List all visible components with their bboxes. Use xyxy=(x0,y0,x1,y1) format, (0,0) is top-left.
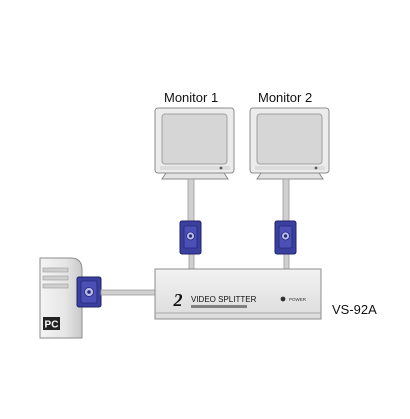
splitter-title: VIDEO SPLITTER xyxy=(191,295,257,304)
power-label: POWER xyxy=(289,297,307,302)
pc-tower: PC xyxy=(39,257,83,339)
splitter-model-label: VS-92A xyxy=(332,302,377,317)
monitor-2-label: Monitor 2 xyxy=(258,90,313,105)
monitor-1 xyxy=(154,107,235,180)
vga-connector-1 xyxy=(179,220,202,255)
monitor-2 xyxy=(249,107,330,180)
monitor-cables xyxy=(187,178,290,270)
vga-connector-2 xyxy=(274,220,297,255)
monitor-1-label: Monitor 1 xyxy=(164,90,219,105)
pc-label: PC xyxy=(45,320,59,331)
video-splitter-box: 2 VIDEO SPLITTER POWER xyxy=(154,268,322,320)
pc-vga-connector xyxy=(76,276,158,308)
splitter-numeral: 2 xyxy=(173,290,183,310)
